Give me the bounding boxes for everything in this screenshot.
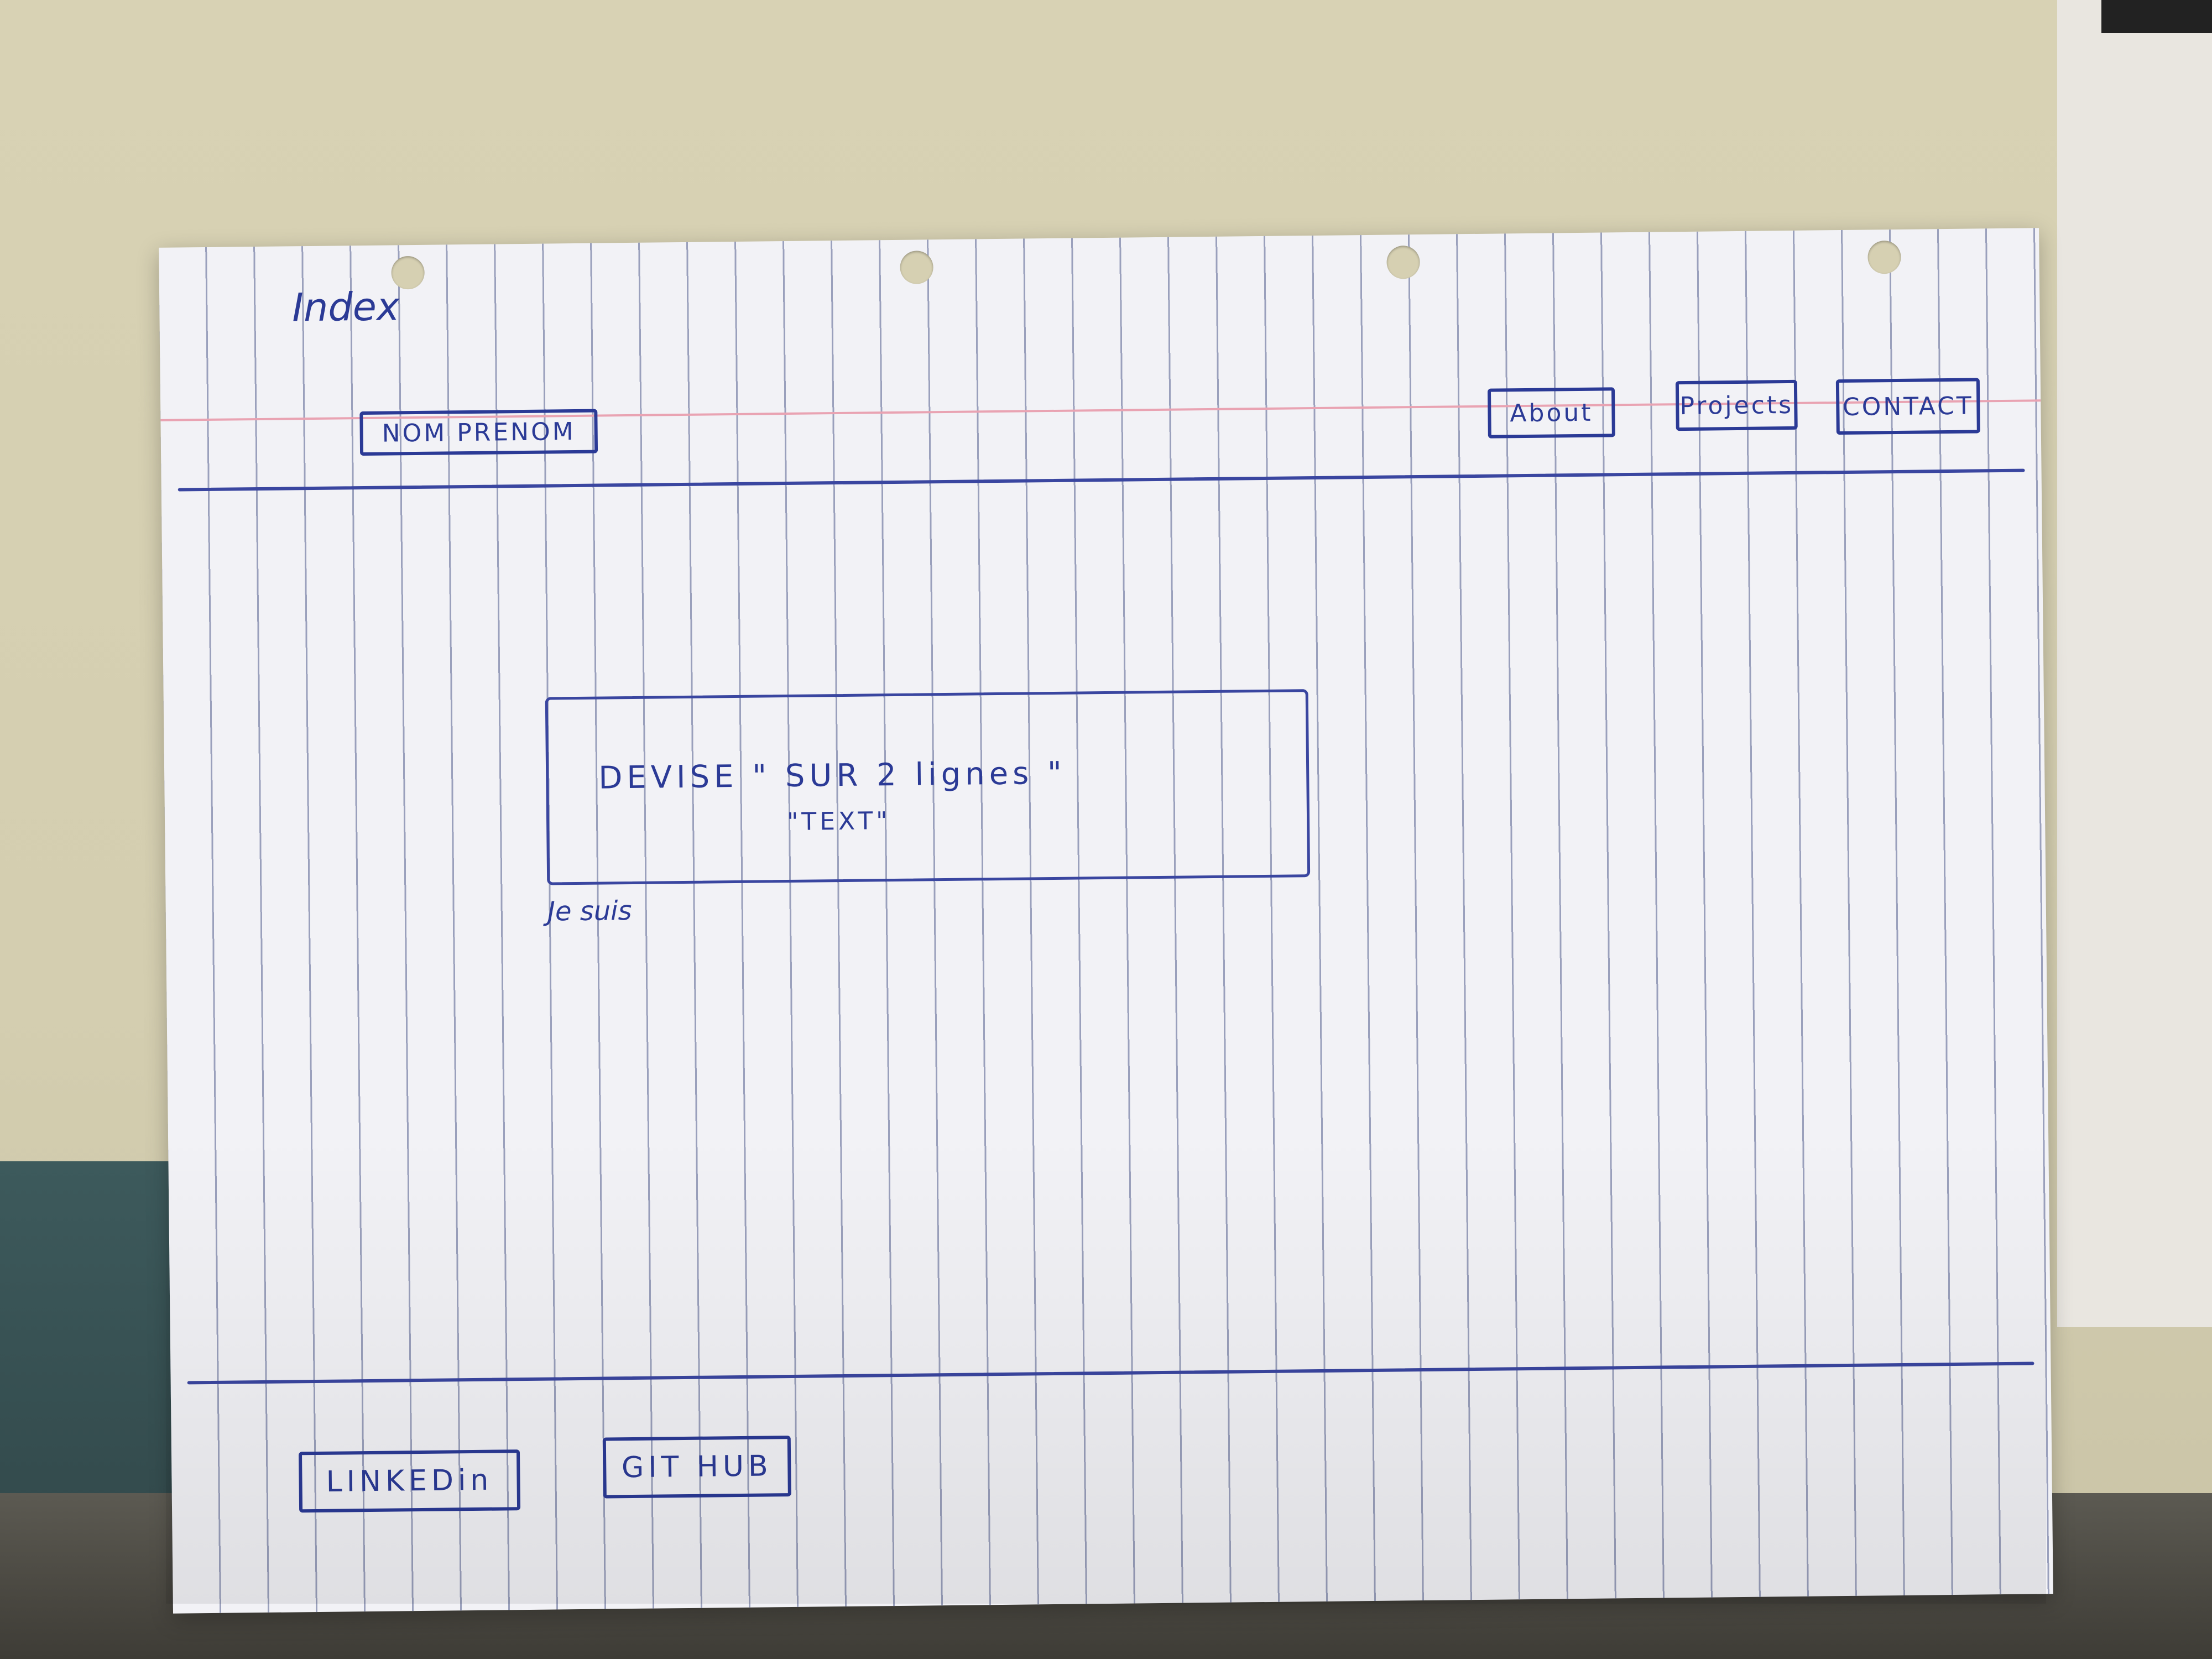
hero-text-placeholder: "TEXT" <box>786 807 891 837</box>
header-divider <box>178 468 2025 492</box>
footer-divider <box>187 1361 2034 1385</box>
punch-hole <box>1867 240 1901 274</box>
punch-hole <box>1386 245 1420 279</box>
hero-motto-line: DEVISE " SUR 2 lignes " <box>598 755 1067 796</box>
linkedin-link[interactable]: LINKEDin <box>298 1449 521 1513</box>
nav-contact-button[interactable]: CONTACT <box>1835 378 1980 435</box>
wireframe-sheet: Index NOM PRENOM About Projects CONTACT … <box>159 228 2053 1614</box>
background-paper <box>2057 0 2212 1327</box>
background-object <box>2101 0 2212 33</box>
punch-hole <box>900 251 933 284</box>
nav-about-button[interactable]: About <box>1487 387 1615 439</box>
hero-motto-box: DEVISE " SUR 2 lignes " "TEXT" <box>545 689 1311 885</box>
nav-projects-button[interactable]: Projects <box>1675 379 1798 431</box>
brand-name-box[interactable]: NOM PRENOM <box>359 409 598 456</box>
intro-caption: Je suis <box>547 895 632 927</box>
github-link[interactable]: GIT HUB <box>602 1436 791 1499</box>
page-title: Index <box>291 284 400 331</box>
